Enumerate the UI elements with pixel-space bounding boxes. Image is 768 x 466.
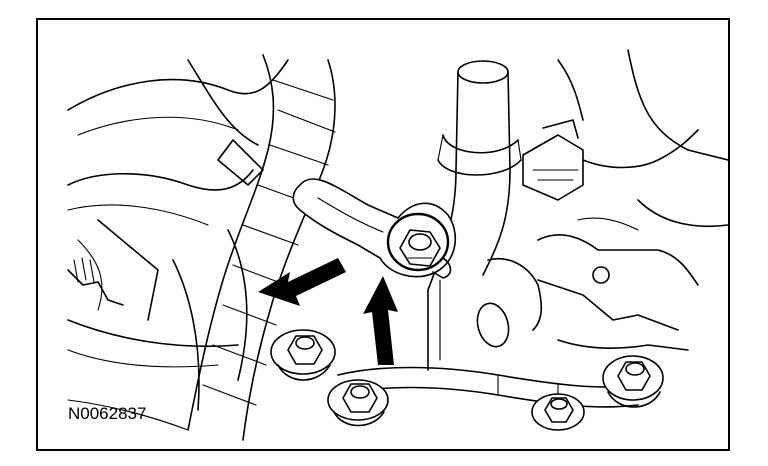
- hose: [187, 54, 336, 441]
- engine-bracket-illustration: [67, 49, 728, 441]
- bolt-bottom-right: [531, 393, 585, 431]
- bolt-bottom-left: [327, 379, 389, 427]
- figure-id-label: N0062837: [68, 404, 147, 423]
- vertical-pipe: [427, 60, 522, 291]
- engine-block: [427, 49, 728, 371]
- illustration-frame: N0062837: [36, 18, 730, 451]
- arrow-up-icon: [363, 276, 398, 365]
- wrench: [292, 178, 456, 279]
- engine-contours: [67, 59, 289, 431]
- bolts: [270, 329, 664, 431]
- arrow-left-icon: [258, 258, 346, 306]
- bolt-left: [270, 329, 336, 381]
- pipe-clip: [522, 119, 699, 201]
- bolt-right: [602, 355, 664, 408]
